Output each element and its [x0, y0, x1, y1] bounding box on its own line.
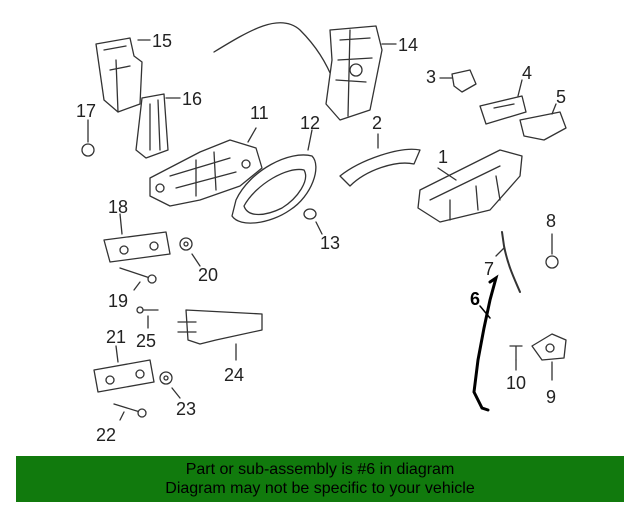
disclaimer-banner: Part or sub-assembly is #6 in diagram Di…	[16, 456, 624, 502]
callout-17: 17	[76, 101, 97, 121]
callout-3: 3	[426, 67, 437, 87]
part-24	[177, 309, 263, 361]
callout-21: 21	[106, 327, 127, 347]
callout-15: 15	[152, 31, 173, 51]
callout-6: 6	[470, 289, 481, 309]
callout-2: 2	[372, 113, 383, 133]
part-21	[93, 345, 155, 393]
part-20	[179, 237, 201, 267]
part-17	[81, 119, 95, 157]
callout-1: 1	[438, 147, 449, 167]
part-8	[545, 233, 559, 269]
part-15	[95, 37, 151, 113]
banner-line-2: Diagram may not be specific to your vehi…	[165, 480, 475, 497]
callout-18: 18	[108, 197, 129, 217]
part-9	[531, 333, 567, 381]
callout-25: 25	[136, 331, 157, 351]
part-14	[213, 22, 397, 121]
part-13	[303, 208, 323, 235]
callout-23: 23	[176, 399, 197, 419]
part-16	[135, 93, 181, 159]
callout-22: 22	[96, 425, 117, 445]
part-12	[231, 129, 317, 224]
callout-12: 12	[300, 113, 321, 133]
part-11	[149, 127, 263, 207]
part-22	[113, 403, 147, 421]
part-25	[136, 306, 159, 329]
callout-10: 10	[506, 373, 527, 393]
part-19	[119, 267, 157, 291]
callout-13: 13	[320, 233, 341, 253]
part-10	[509, 345, 523, 371]
part-23	[159, 371, 181, 399]
callout-11: 11	[250, 103, 269, 123]
callout-14: 14	[398, 35, 419, 55]
callout-9: 9	[546, 387, 557, 407]
callout-16: 16	[182, 89, 203, 109]
part-7	[495, 231, 521, 293]
part-6-highlighted	[472, 274, 499, 412]
part-1	[417, 149, 523, 223]
part-3	[439, 69, 477, 93]
callout-19: 19	[108, 291, 129, 311]
callout-5: 5	[556, 87, 567, 107]
callout-24: 24	[224, 365, 245, 385]
parts-diagram	[81, 22, 567, 421]
part-5	[519, 103, 567, 141]
callout-7: 7	[484, 259, 495, 279]
banner-line-1: Part or sub-assembly is #6 in diagram	[185, 461, 455, 478]
part-18	[103, 213, 171, 263]
callout-4: 4	[522, 63, 533, 83]
part-2	[339, 133, 421, 187]
part-4	[479, 79, 527, 125]
callout-8: 8	[546, 211, 557, 231]
callout-20: 20	[198, 265, 219, 285]
